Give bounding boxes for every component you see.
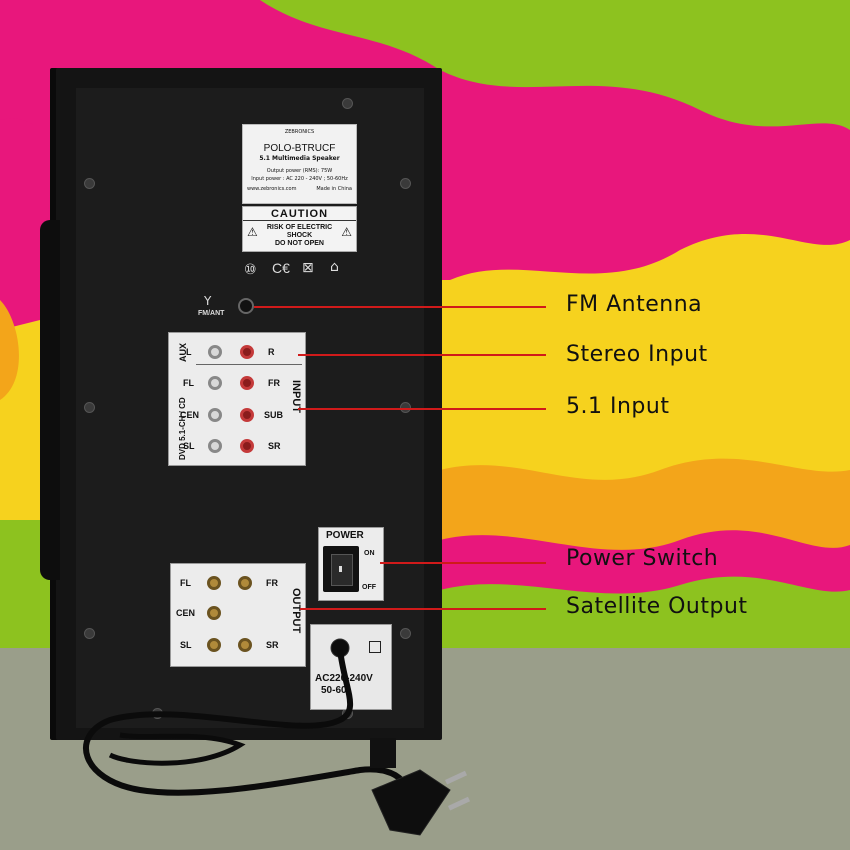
screw	[342, 98, 353, 109]
product-label: ZEBRONICS POLO-BTRUCF 5.1 Multimedia Spe…	[242, 124, 357, 204]
double-insulation-icon	[369, 641, 381, 653]
input-jack-cen[interactable]	[208, 408, 222, 422]
callout-fm-antenna: FM Antenna	[566, 292, 703, 317]
input-jack-r[interactable]	[240, 345, 254, 359]
subtitle-text: 5.1 Multimedia Speaker	[259, 155, 340, 162]
input-row-right-label: R	[268, 347, 275, 357]
screw	[84, 402, 95, 413]
power-on-label: ON	[364, 550, 375, 557]
callout-line-output	[300, 608, 546, 610]
caution-line3: DO NOT OPEN	[274, 240, 324, 247]
power-off-label: OFF	[362, 584, 376, 591]
indoor-use-icon: ⌂	[330, 259, 339, 275]
input-jack-l[interactable]	[208, 345, 222, 359]
divider	[196, 364, 302, 365]
input-row-right-label: SR	[268, 441, 281, 451]
callout-power-switch: Power Switch	[566, 546, 719, 571]
input-row-right-label: SUB	[264, 410, 284, 420]
output-row-right-label: FR	[266, 578, 278, 588]
callout-stereo-input: Stereo Input	[566, 342, 708, 367]
callout-51-input: 5.1 Input	[566, 394, 670, 419]
caution-line2: SHOCK	[286, 232, 313, 239]
power-title: POWER	[326, 530, 364, 541]
input-jack-fl[interactable]	[208, 376, 222, 390]
output-row-right-label: SR	[266, 640, 279, 650]
output-jack-fr[interactable]	[238, 576, 252, 590]
output-jack-sl[interactable]	[207, 638, 221, 652]
screw	[400, 628, 411, 639]
output-row-left-label: FL	[180, 578, 191, 588]
input-row-left-label: FL	[183, 378, 194, 388]
warning-icon: ⚠	[341, 225, 352, 239]
antenna-icon: Y	[204, 294, 212, 308]
spec-line2: Input power : AC 220 - 240V ; 50-60Hz	[251, 176, 348, 182]
callout-line-power	[380, 562, 546, 564]
fm-ant-label: FM/ANT	[198, 310, 225, 317]
output-jack-cen[interactable]	[207, 606, 221, 620]
speaker-side-handle	[40, 220, 60, 580]
ce-mark-icon: C€	[272, 260, 290, 276]
caution-label: CAUTION ⚠ ⚠ RISK OF ELECTRIC SHOCK DO NO…	[242, 206, 357, 252]
input-jack-fr[interactable]	[240, 376, 254, 390]
output-jack-fl[interactable]	[207, 576, 221, 590]
screw	[84, 178, 95, 189]
screw	[84, 628, 95, 639]
made-in-text: Made in China	[316, 186, 352, 192]
output-row-left-label: CEN	[176, 608, 196, 618]
caution-title: CAUTION	[243, 208, 356, 221]
website-text: www.zebronics.com	[247, 186, 297, 192]
fm-antenna-jack[interactable]	[238, 298, 254, 314]
spec-line1: Output power (RMS): 75W	[266, 168, 333, 174]
input-row-left-label: L	[186, 347, 192, 357]
brand-text: ZEBRONICS	[284, 129, 315, 135]
model-text: POLO-BTRUCF	[263, 143, 336, 154]
input-jack-sub[interactable]	[240, 408, 254, 422]
ac-freq-label: 50-60	[321, 685, 347, 696]
power-switch[interactable]	[323, 546, 359, 592]
caution-line1: RISK OF ELECTRIC	[266, 224, 333, 231]
output-row-left-label: SL	[180, 640, 192, 650]
input-row-left-label: CEN	[180, 410, 200, 420]
callout-line-51	[298, 408, 546, 410]
input-panel	[168, 332, 306, 466]
weee-bin-icon: ⊠	[302, 260, 314, 276]
recycle-10-icon: ⑩	[244, 262, 257, 278]
callout-line-stereo	[298, 354, 546, 356]
output-jack-sr[interactable]	[238, 638, 252, 652]
warning-icon: ⚠	[247, 225, 258, 239]
callout-line-fm	[254, 306, 546, 308]
callout-satellite-output: Satellite Output	[566, 594, 748, 619]
input-row-right-label: FR	[268, 378, 280, 388]
input-jack-sr[interactable]	[240, 439, 254, 453]
screw	[400, 402, 411, 413]
input-jack-sl[interactable]	[208, 439, 222, 453]
input-row-left-label: SL	[183, 441, 195, 451]
screw	[400, 178, 411, 189]
